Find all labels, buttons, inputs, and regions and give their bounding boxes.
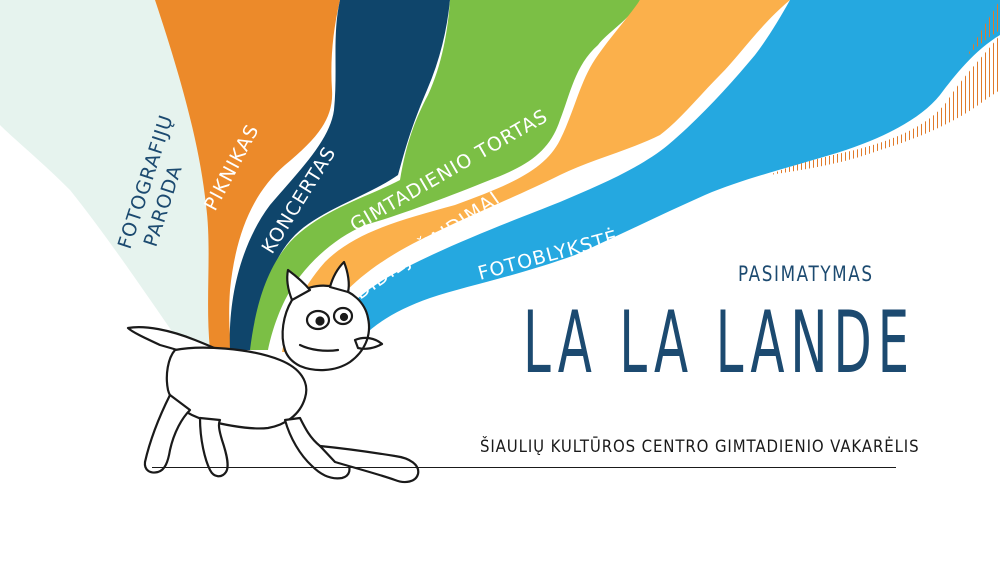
baseline-rule: [152, 467, 896, 468]
page-title: LA LA LANDE: [523, 293, 915, 393]
band-fotoblykste: [318, 0, 1000, 352]
cat-mascot-icon: [126, 260, 420, 484]
hatch-pattern-icon: [770, 35, 1000, 175]
band-didieji-zaidimai: [282, 0, 790, 352]
band-gimtadienio-tortas: [250, 0, 640, 350]
band-piknikas: [155, 0, 340, 350]
hatch-pattern-icon-2: [968, 0, 1000, 55]
tagline: ŠIAULIŲ KULTŪROS CENTRO GIMTADIENIO VAKA…: [480, 437, 920, 457]
subtitle: PASIMATYMAS: [738, 262, 874, 286]
band-fotografiju-paroda: [0, 0, 220, 350]
band-koncertas: [229, 0, 450, 350]
